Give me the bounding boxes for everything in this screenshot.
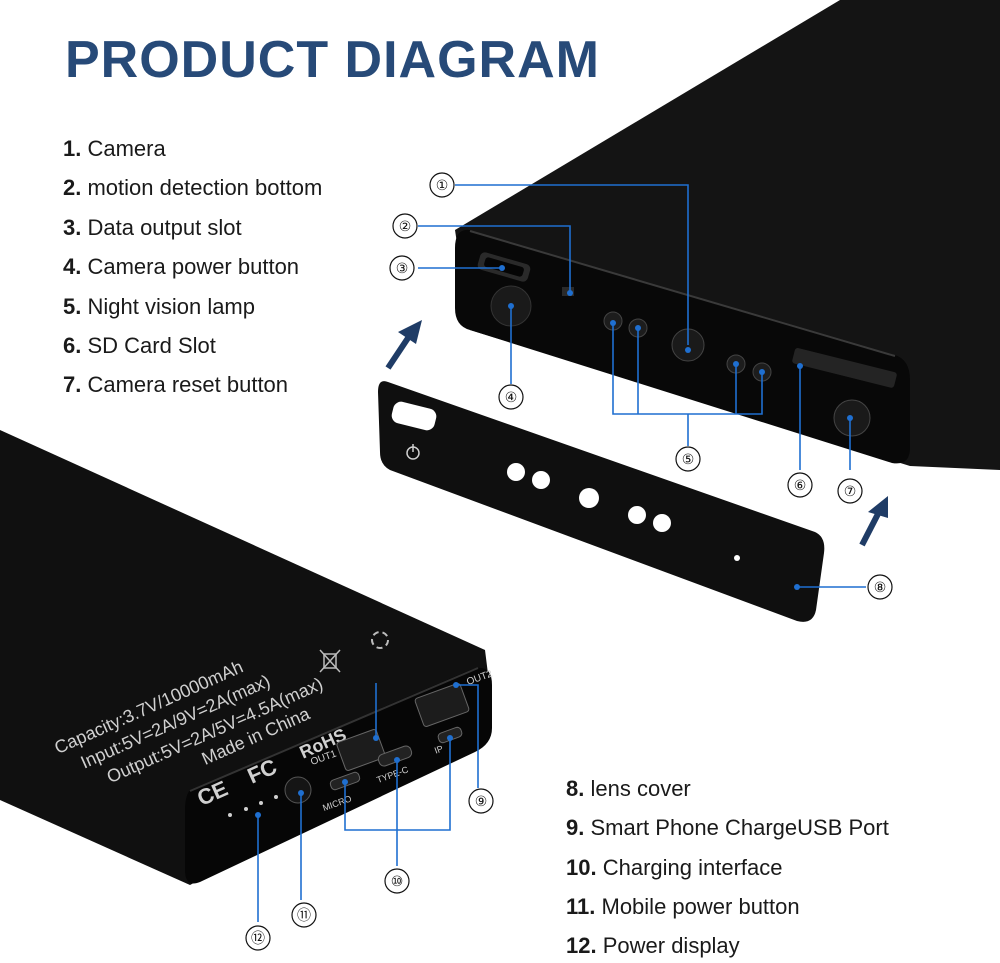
cover-hole — [532, 471, 550, 489]
lower-device: Capacity:3.7V/10000mAh Input:5V=2A/9V=2A… — [0, 430, 494, 885]
svg-text:⑨: ⑨ — [475, 794, 488, 810]
legend-label: Mobile power button — [601, 894, 800, 919]
callout-10: ⑩ — [384, 868, 410, 894]
callout-1: ① — [429, 172, 455, 198]
callout-markers: ① ② ③ ④ ⑤ ⑥ ⑦ ⑧ ⑨ ⑩ ⑪ ⑫ — [245, 172, 893, 951]
callout-9: ⑨ — [468, 788, 494, 814]
svg-text:③: ③ — [396, 261, 409, 277]
legend-number: 12. — [566, 933, 597, 958]
legend-item-camera-reset: 7. Camera reset button — [63, 372, 288, 398]
legend-number: 5. — [63, 294, 82, 319]
cover-window — [391, 401, 437, 431]
legend-label: lens cover — [590, 776, 691, 801]
upper-device — [455, 0, 1000, 470]
callout-4: ④ — [498, 384, 524, 410]
svg-text:②: ② — [399, 219, 412, 235]
recycle-icon — [371, 631, 389, 649]
page-title: PRODUCT DIAGRAM — [65, 31, 600, 89]
arrow-icon — [385, 320, 422, 370]
legend-item-sd-card: 6. SD Card Slot — [63, 333, 216, 359]
legend-number: 8. — [566, 776, 585, 801]
lens-cover — [378, 381, 825, 622]
legend-number: 9. — [566, 815, 585, 840]
svg-text:⑦: ⑦ — [844, 484, 857, 500]
legend-item-night-vision: 5. Night vision lamp — [63, 294, 255, 320]
cover-hole — [653, 514, 671, 532]
legend-number: 3. — [63, 215, 82, 240]
legend-item-camera-power: 4. Camera power button — [63, 254, 299, 280]
legend-label: Night vision lamp — [87, 294, 255, 319]
legend-label: Camera power button — [87, 254, 300, 279]
legend-item-charging-interface: 10. Charging interface — [566, 855, 783, 881]
usb-port-out1 — [336, 729, 386, 771]
mobile-power-button — [284, 776, 312, 804]
legend-number: 11. — [566, 894, 596, 919]
svg-text:⑧: ⑧ — [874, 580, 887, 596]
sd-card-slot — [792, 348, 897, 388]
callout-7: ⑦ — [837, 478, 863, 504]
svg-text:⑪: ⑪ — [297, 908, 311, 924]
cover-hole — [734, 555, 740, 561]
svg-text:⑩: ⑩ — [391, 874, 404, 890]
callout-2: ② — [392, 213, 418, 239]
legend-item-motion-detection: 2. motion detection bottom — [63, 175, 322, 201]
legend-item-power-display: 12. Power display — [566, 933, 740, 959]
cover-hole — [628, 506, 646, 524]
svg-text:⑥: ⑥ — [794, 478, 807, 494]
legend-label: motion detection bottom — [87, 175, 323, 200]
legend-number: 6. — [63, 333, 82, 358]
legend-number: 10. — [566, 855, 597, 880]
svg-text:①: ① — [436, 178, 449, 194]
svg-text:⑤: ⑤ — [682, 452, 695, 468]
svg-text:⑫: ⑫ — [251, 931, 265, 947]
legend-item-mobile-power: 11. Mobile power button — [566, 894, 800, 920]
legend-number: 7. — [63, 372, 82, 397]
legend-label: Smart Phone ChargeUSB Port — [590, 815, 889, 840]
leader-lines — [255, 184, 866, 922]
callout-5: ⑤ — [675, 446, 701, 472]
cover-hole — [579, 488, 599, 508]
legend-item-lens-cover: 8. lens cover — [566, 776, 691, 802]
legend-label: SD Card Slot — [87, 333, 216, 358]
power-display-leds — [228, 795, 278, 817]
callout-11: ⑪ — [291, 902, 317, 928]
callout-8: ⑧ — [867, 574, 893, 600]
legend-label: Camera — [87, 136, 166, 161]
legend-label: Power display — [602, 933, 740, 958]
svg-text:④: ④ — [505, 390, 518, 406]
legend-label: Camera reset button — [87, 372, 289, 397]
usb-port-out2 — [414, 683, 470, 727]
ip-label: IP — [433, 743, 444, 755]
legend-item-usb-port: 9. Smart Phone ChargeUSB Port — [566, 815, 889, 841]
legend-number: 1. — [63, 136, 82, 161]
legend-number: 2. — [63, 175, 82, 200]
callout-12: ⑫ — [245, 925, 271, 951]
legend-label: Charging interface — [602, 855, 783, 880]
arrow-icon — [859, 496, 888, 547]
cover-hole — [507, 463, 525, 481]
legend-label: Data output slot — [87, 215, 242, 240]
legend-item-camera: 1. Camera — [63, 136, 166, 162]
legend-item-data-output: 3. Data output slot — [63, 215, 242, 241]
callout-3: ③ — [389, 255, 415, 281]
callout-6: ⑥ — [787, 472, 813, 498]
weee-bin-icon — [319, 649, 341, 673]
legend-number: 4. — [63, 254, 82, 279]
